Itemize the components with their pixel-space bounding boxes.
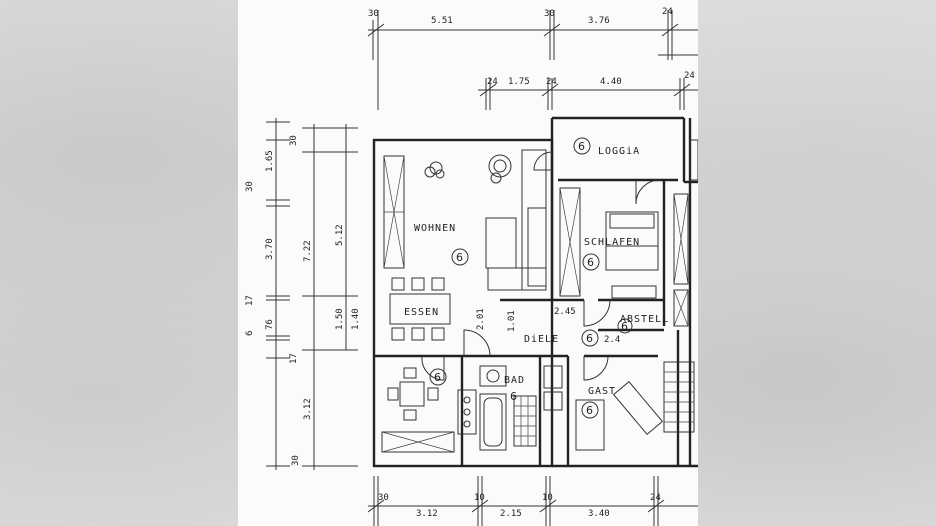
bed-gast	[575, 380, 664, 451]
dim-bottom-215: 2.15	[500, 509, 522, 519]
dim-top-551: 5.51	[431, 16, 453, 26]
dim-left-722: 7.22	[303, 240, 313, 262]
room-number-schlafen: 6	[582, 253, 600, 271]
left-dimension-line-outer: 30 1.65 3.70 6 17 76 3.12 30	[245, 118, 313, 470]
dim-bottom-340: 3.40	[588, 509, 610, 519]
dim-bottom-312: 3.12	[416, 509, 438, 519]
svg-text:6: 6	[434, 371, 441, 384]
dim-left-30c: 30	[289, 135, 299, 146]
room-label-bad: BAD	[504, 375, 525, 386]
dim-top2-175: 1.75	[508, 77, 530, 87]
dim-left-76: 76	[265, 319, 275, 330]
room-label-gast: GAST	[588, 386, 616, 397]
dim-top2-440: 4.40	[600, 77, 622, 87]
dim-inner-245: 2.45	[554, 307, 576, 317]
dim-left-175: 17	[289, 353, 299, 364]
wardrobe-wohnen	[383, 155, 405, 269]
dim-top-30a: 30	[368, 9, 379, 19]
bed-schlafen	[605, 211, 659, 299]
wardrobe-schlafen-right	[673, 193, 689, 327]
top-dimension-line-1: 30 5.51 30 3.76 24	[367, 7, 698, 110]
plants	[424, 154, 512, 184]
dim-left-165: 1.65	[265, 150, 275, 172]
dim-top-376: 3.76	[588, 16, 610, 26]
floor-plan-sheet: 30 5.51 30 3.76 24 24 1.75 24 4.40 24	[238, 0, 698, 526]
room-label-schlafen: SCHLAFEN	[584, 237, 640, 248]
kitchen-counter	[381, 431, 455, 453]
room-number-diele: 6	[581, 329, 599, 347]
room-label-abstell: ABSTELL	[620, 314, 669, 325]
svg-text:6: 6	[587, 256, 594, 269]
sofa-wohnen	[487, 149, 547, 291]
dim-left-30a: 30	[245, 181, 255, 192]
dim-left-140: 1.40	[351, 308, 361, 330]
room-label-loggia: LOGGiA	[598, 146, 640, 157]
dim-inner-101: 1.01	[507, 310, 517, 332]
svg-text:6: 6	[456, 251, 463, 264]
wardrobe-schlafen-left	[559, 187, 581, 297]
dim-bottom-10b: 10	[542, 493, 553, 503]
dim-top2-24b: 24	[546, 77, 557, 87]
dim-inner-24: 2.4	[604, 335, 620, 345]
dim-top-30b: 30	[544, 9, 555, 19]
kitchen-table	[387, 367, 439, 421]
dining-table	[389, 277, 451, 341]
left-dimension-line-inner: 30 7.22 5.12 1.50 1.40 17	[289, 124, 361, 470]
dim-left-512: 5.12	[335, 224, 345, 246]
dim-left-17: 17	[245, 295, 255, 306]
coffee-table	[485, 217, 517, 269]
dim-left-370: 3.70	[265, 238, 275, 260]
room-number-bad: 6	[510, 390, 517, 403]
bottom-dimension-line: 30 3.12 10 2.15 10 3.40 24	[367, 476, 698, 526]
dim-bottom-10a: 10	[474, 493, 485, 503]
room-label-wohnen: WOHNEN	[414, 223, 456, 234]
room-number-kitchen: 6	[429, 368, 447, 386]
dim-top2-24c: 24	[684, 71, 695, 81]
floor-plan-drawing: 30 5.51 30 3.76 24 24 1.75 24 4.40 24	[245, 7, 698, 526]
room-number-loggia: 6	[573, 137, 591, 155]
svg-text:6: 6	[586, 332, 593, 345]
door-swings	[421, 151, 661, 381]
kitchen-stove	[457, 389, 477, 435]
svg-text:6: 6	[510, 390, 517, 403]
top-dimension-line-2: 24 1.75 24 4.40 24	[478, 71, 698, 110]
room-label-diele: DiELE	[524, 334, 559, 345]
dim-top2-24a: 24	[487, 77, 498, 87]
svg-text:6: 6	[586, 404, 593, 417]
bathtub	[479, 393, 507, 451]
room-number-abstell: 6	[617, 318, 633, 334]
dim-left-312: 3.12	[303, 398, 313, 420]
bathroom-fixtures	[479, 365, 563, 447]
dim-top-24: 24	[662, 7, 673, 17]
dim-bottom-30: 30	[378, 493, 389, 503]
dim-left-150: 1.50	[335, 308, 345, 330]
svg-text:6: 6	[578, 140, 585, 153]
svg-text:6: 6	[621, 320, 628, 333]
room-number-wohnen: 6	[451, 248, 469, 266]
room-number-gast: 6	[581, 401, 599, 419]
dim-inner-201: 2.01	[476, 308, 486, 330]
room-label-essen: ESSEN	[404, 307, 439, 318]
dim-bottom-24: 24	[650, 493, 661, 503]
dim-left-6: 6	[245, 331, 255, 336]
dim-left-30b: 30	[291, 455, 301, 466]
adjacent-unit-edge	[688, 118, 698, 466]
